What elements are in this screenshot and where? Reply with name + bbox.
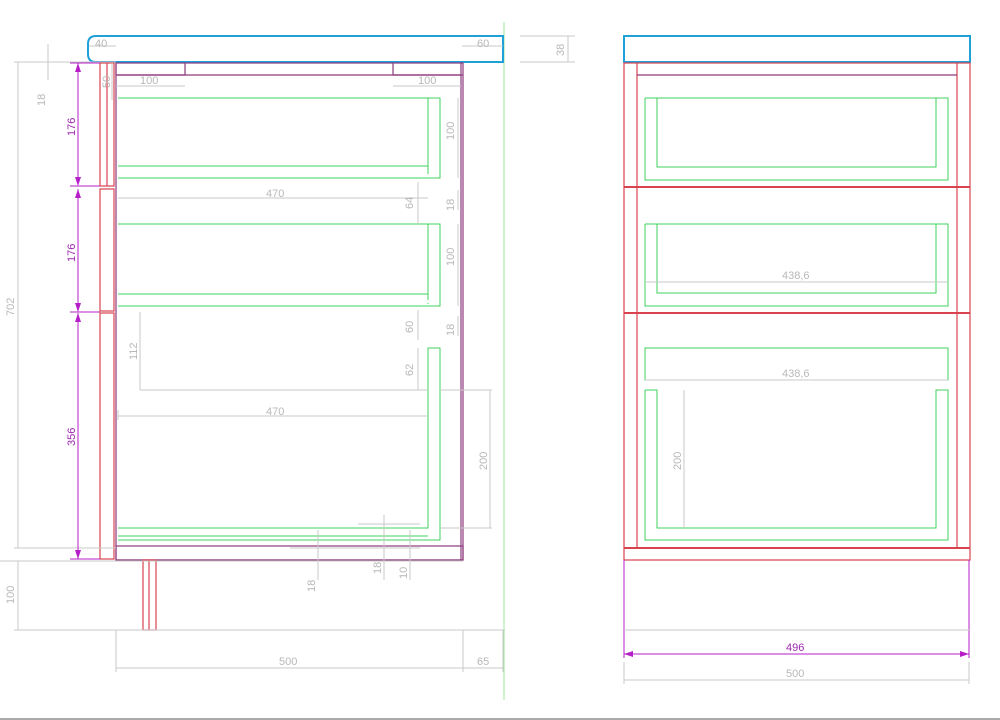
front-drawer-box-1 xyxy=(644,97,949,181)
dim-rail-height: 50 xyxy=(101,76,113,88)
dim-front-inner-width-1: 438,6 xyxy=(782,270,810,282)
bottom-panel xyxy=(115,545,464,561)
front-drawer-box-2-inner xyxy=(656,224,937,294)
dim-gap2: 18 xyxy=(445,324,457,336)
dim-drawer1-inner: 100 xyxy=(445,122,457,140)
dim-drawer3-inner: 112 xyxy=(128,342,140,360)
dim-front-inner-width-2: 438,6 xyxy=(782,368,810,380)
dim-top-thickness: 38 xyxy=(555,44,567,56)
side-dimension-lines xyxy=(0,35,575,672)
dim-drawer1-front: 64 xyxy=(404,197,416,209)
dim-front-outer-width: 496 xyxy=(786,642,804,654)
dim-left-handle: 100 xyxy=(140,75,158,87)
dim-overhang: 65 xyxy=(477,656,489,668)
front-worktop xyxy=(623,35,971,63)
dim-drawer1-depth: 470 xyxy=(266,188,284,200)
dim-top-left-offset: 40 xyxy=(95,38,107,50)
front-carcass xyxy=(623,62,971,561)
dim-drawer2-height: 176 xyxy=(66,244,78,262)
drawer-box-2 xyxy=(118,223,441,307)
dim-leg-height: 100 xyxy=(5,586,17,604)
dim-top-right-offset: 60 xyxy=(477,38,489,50)
dim-front-drawer-height: 200 xyxy=(672,452,684,470)
rear-rail xyxy=(392,63,461,76)
dim-bottom3: 10 xyxy=(398,567,410,579)
dim-drawer3-depth: 470 xyxy=(266,406,284,418)
drawer-front-3 xyxy=(99,312,115,560)
dim-total-height: 702 xyxy=(5,298,17,316)
dim-bottom2: 18 xyxy=(372,562,384,574)
drawer-box-1 xyxy=(118,97,441,179)
front-drawer-box-3 xyxy=(644,389,949,541)
side-magenta-dimensions xyxy=(70,62,100,560)
front-drawer-box-1-inner xyxy=(656,98,937,168)
dim-front-total-width: 500 xyxy=(786,668,804,680)
dim-cabinet-depth: 500 xyxy=(279,656,297,668)
dim-gap2b: 60 xyxy=(404,321,416,333)
drawer-box-2-inner xyxy=(118,224,429,295)
dim-bottom1: 18 xyxy=(306,580,318,592)
worktop xyxy=(87,35,504,63)
cabinet-body xyxy=(115,62,464,561)
front-drawer-box-2 xyxy=(644,223,949,307)
dim-drawer1-height: 176 xyxy=(66,118,78,136)
dim-top-gap: 18 xyxy=(36,94,48,106)
dim-gap1: 18 xyxy=(445,199,457,211)
dim-drawer3-side: 200 xyxy=(478,452,490,470)
drawer-box-3 xyxy=(118,347,441,541)
dim-drawer3-height: 356 xyxy=(66,428,78,446)
drawer-box-1-inner xyxy=(118,98,429,167)
drawer-front-2 xyxy=(99,188,115,312)
front-view: 438,6 438,6 200 496 500 xyxy=(623,35,971,684)
dim-drawer2-inner: 100 xyxy=(445,248,457,266)
dim-drawer3-front: 62 xyxy=(404,364,416,376)
front-rail xyxy=(115,63,186,76)
dim-right-handle: 100 xyxy=(418,75,436,87)
side-view: 40 60 38 100 100 50 18 176 176 356 702 1… xyxy=(0,22,575,700)
